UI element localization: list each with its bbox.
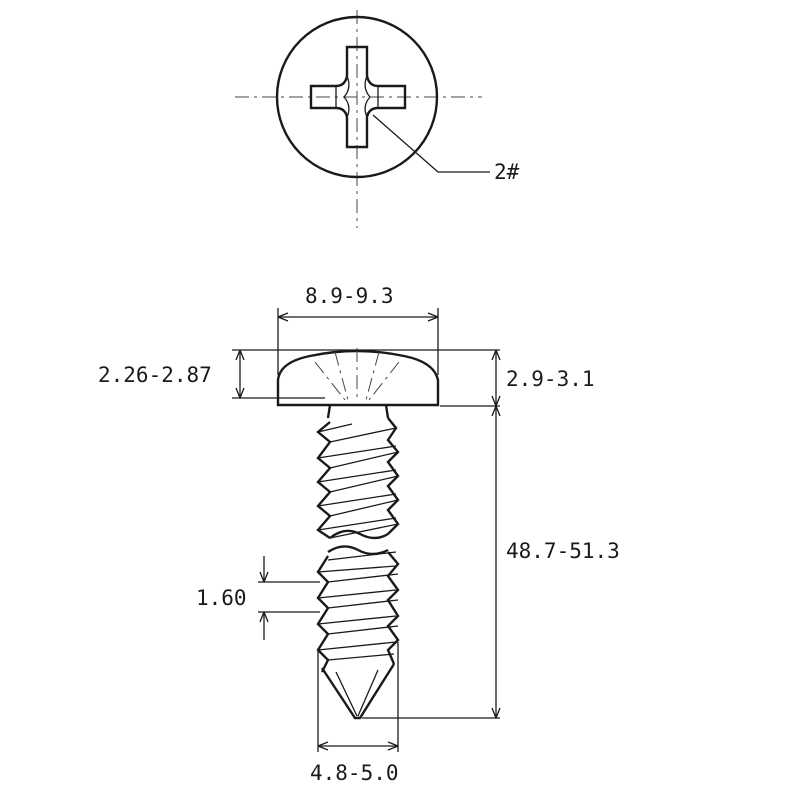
top-view: 2#: [235, 10, 520, 228]
thread-pitch-label: 1.60: [196, 586, 247, 610]
screw-tip: [320, 663, 396, 720]
thread-upper-crests: [317, 423, 399, 539]
phillips-recess-icon: [309, 45, 407, 149]
thread-diameter-arrows: [317, 741, 399, 751]
side-view: [276, 348, 440, 720]
break-line-bottom: [327, 545, 389, 556]
shank-upper: [326, 404, 390, 419]
head-height-side-label: 2.26-2.87: [98, 363, 212, 387]
break-line-top: [329, 529, 389, 540]
length-label: 48.7-51.3: [506, 539, 620, 563]
screw-head: [276, 349, 440, 407]
dimensions: 8.9-9.3 2.26-2.87 2.9-3.1 48.7-51.3 1.60…: [98, 284, 620, 785]
head-diameter-label: 8.9-9.3: [305, 284, 394, 308]
head-height-arrows: [491, 349, 501, 407]
length-arrows: [491, 405, 501, 719]
pitch-arrows: [259, 571, 269, 623]
head-recess-hidden-lines: [314, 348, 400, 401]
head-diameter-arrows: [277, 312, 439, 322]
drive-size-leader: [372, 114, 490, 173]
thread-lower-right: [386, 551, 400, 665]
thread-lower-crests: [317, 551, 399, 661]
head-height-side-arrows: [235, 349, 245, 399]
recess-wing-lines: [335, 75, 379, 118]
head-height-label: 2.9-3.1: [506, 367, 595, 391]
drive-size-label: 2#: [494, 160, 520, 184]
thread-lower-left: [316, 555, 330, 673]
tip-inner-lines: [335, 669, 379, 717]
head-outline-circle: [275, 15, 439, 179]
thread-diameter-label: 4.8-5.0: [310, 761, 399, 785]
